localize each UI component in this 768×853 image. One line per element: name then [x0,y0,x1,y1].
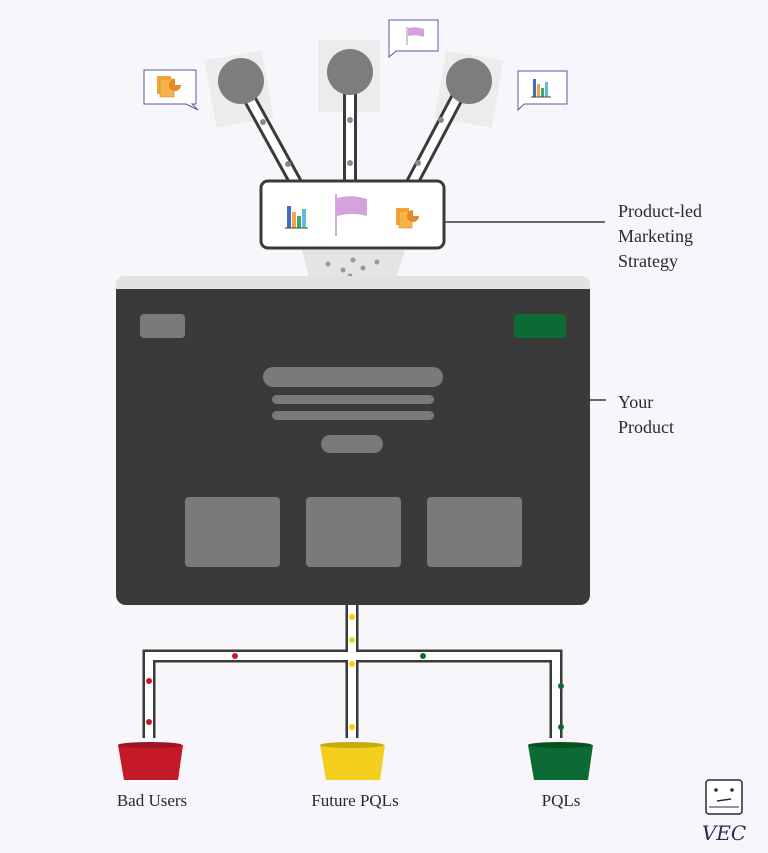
strategy-label-line-3: Strategy [618,251,678,271]
bubble-chart-icon [517,70,568,112]
bucket-label-future-pqls: Future PQLs [311,791,399,810]
output-pipes [142,605,563,738]
product-label: Your Product [618,390,674,440]
input-ball-right [446,58,492,104]
pipe-dots [146,614,564,730]
bucket-label-bad-users: Bad Users [116,791,188,810]
strategy-label: Product-led Marketing Strategy [618,199,702,274]
product-text-line-1 [272,395,434,404]
product-card-1 [185,497,280,567]
browser-window-top-fill [116,289,590,301]
report-icon [396,208,419,229]
product-label-line-1: Your [618,392,654,412]
strategy-label-line-1: Product-led [618,201,702,221]
funnel [302,250,405,278]
funnel-particles [325,257,380,279]
product-cta-button [514,314,566,338]
product-logo-placeholder [140,314,185,338]
bucket-bad-users [118,742,183,780]
product-label-line-2: Product [618,417,674,437]
bubble-flag-icon [388,19,439,59]
input-ball-left [218,58,264,104]
product-card-2 [306,497,401,567]
bucket-future-pqls [320,742,385,780]
flag-icon [335,194,367,236]
strategy-label-line-2: Marketing [618,226,693,246]
bucket-label-pqls: PQLs [541,791,581,810]
chart-icon [285,206,308,229]
bucket-pqls [528,742,593,780]
product-card-3 [427,497,522,567]
product-headline [263,367,443,387]
bubble-report-icon [143,69,199,111]
input-ball-center [327,49,373,95]
product-main-button [321,435,383,453]
logo-text: VEC [702,821,746,845]
input-rods [241,90,465,187]
strategy-box [259,179,446,250]
vec-logo: VEC [702,779,746,845]
product-text-line-2 [272,411,434,420]
